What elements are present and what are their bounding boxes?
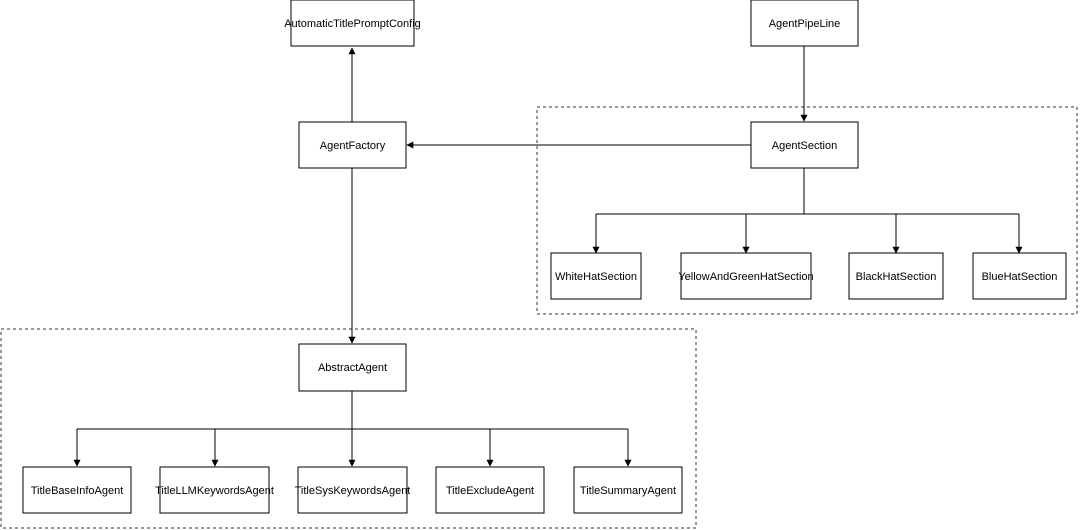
node-label: TitleExcludeAgent	[446, 485, 534, 497]
agent-group-box	[0, 328, 697, 529]
node-label: WhiteHatSection	[555, 271, 637, 283]
node-yellow-and-green-hat-section: YellowAndGreenHatSection	[678, 252, 814, 300]
node-title-exclude-agent: TitleExcludeAgent	[435, 466, 545, 514]
node-label: AgentSection	[772, 140, 837, 152]
node-label: BlueHatSection	[982, 271, 1058, 283]
node-black-hat-section: BlackHatSection	[848, 252, 944, 300]
node-title-sys-keywords-agent: TitleSysKeywordsAgent	[295, 466, 411, 514]
node-label: YellowAndGreenHatSection	[678, 271, 813, 283]
node-title-base-info-agent: TitleBaseInfoAgent	[22, 466, 132, 514]
node-label: AgentFactory	[320, 140, 386, 152]
node-label: AbstractAgent	[318, 362, 387, 374]
node-title-llm-keywords-agent: TitleLLMKeywordsAgent	[155, 466, 274, 514]
node-label: AutomaticTitlePromptConfig	[284, 18, 421, 30]
node-automatic-title-prompt-config: AutomaticTitlePromptConfig	[284, 0, 421, 47]
node-blue-hat-section: BlueHatSection	[972, 252, 1067, 300]
node-label: TitleSysKeywordsAgent	[295, 485, 411, 497]
node-abstract-agent: AbstractAgent	[298, 343, 407, 392]
edges	[73, 46, 1023, 467]
node-white-hat-section: WhiteHatSection	[550, 252, 642, 300]
node-title-summary-agent: TitleSummaryAgent	[573, 466, 683, 514]
node-label: TitleSummaryAgent	[580, 485, 676, 497]
node-label: AgentPipeLine	[769, 18, 841, 30]
node-label: TitleLLMKeywordsAgent	[155, 485, 274, 497]
node-agent-section: AgentSection	[750, 121, 859, 169]
section-group-box	[536, 106, 1078, 315]
node-agent-pipeline: AgentPipeLine	[750, 0, 859, 47]
node-label: BlackHatSection	[856, 271, 937, 283]
node-label: TitleBaseInfoAgent	[31, 485, 124, 497]
node-agent-factory: AgentFactory	[298, 121, 407, 169]
